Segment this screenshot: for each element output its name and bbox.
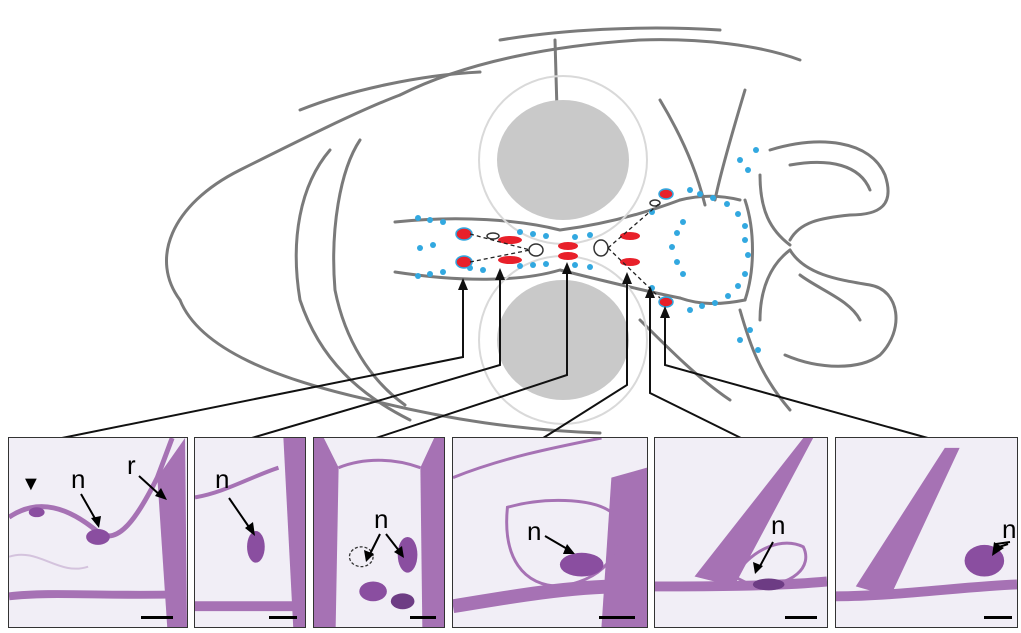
panel-5-arrows xyxy=(655,438,828,628)
scale-bar xyxy=(410,616,436,619)
histology-panel-2: n xyxy=(194,437,306,628)
panel-1-arrows xyxy=(9,438,188,628)
histology-panel-4: n xyxy=(452,437,648,628)
panel-6-arrows xyxy=(836,438,1018,628)
eye-upper xyxy=(479,76,647,244)
scale-bar xyxy=(984,616,1012,619)
scale-bar xyxy=(599,616,635,619)
scale-bar xyxy=(785,616,817,619)
histology-panel-6: n xyxy=(835,437,1018,628)
histology-panel-5: n xyxy=(654,437,828,628)
scale-bar xyxy=(141,616,173,619)
panel-4-arrows xyxy=(453,438,648,628)
scale-bar xyxy=(269,616,297,619)
panel-2-arrows xyxy=(195,438,306,628)
panel-3-arrows xyxy=(314,438,445,628)
eye-lower xyxy=(479,256,647,424)
histology-panel-1: ▼ n r xyxy=(8,437,188,628)
histology-panel-3: n xyxy=(313,437,445,628)
